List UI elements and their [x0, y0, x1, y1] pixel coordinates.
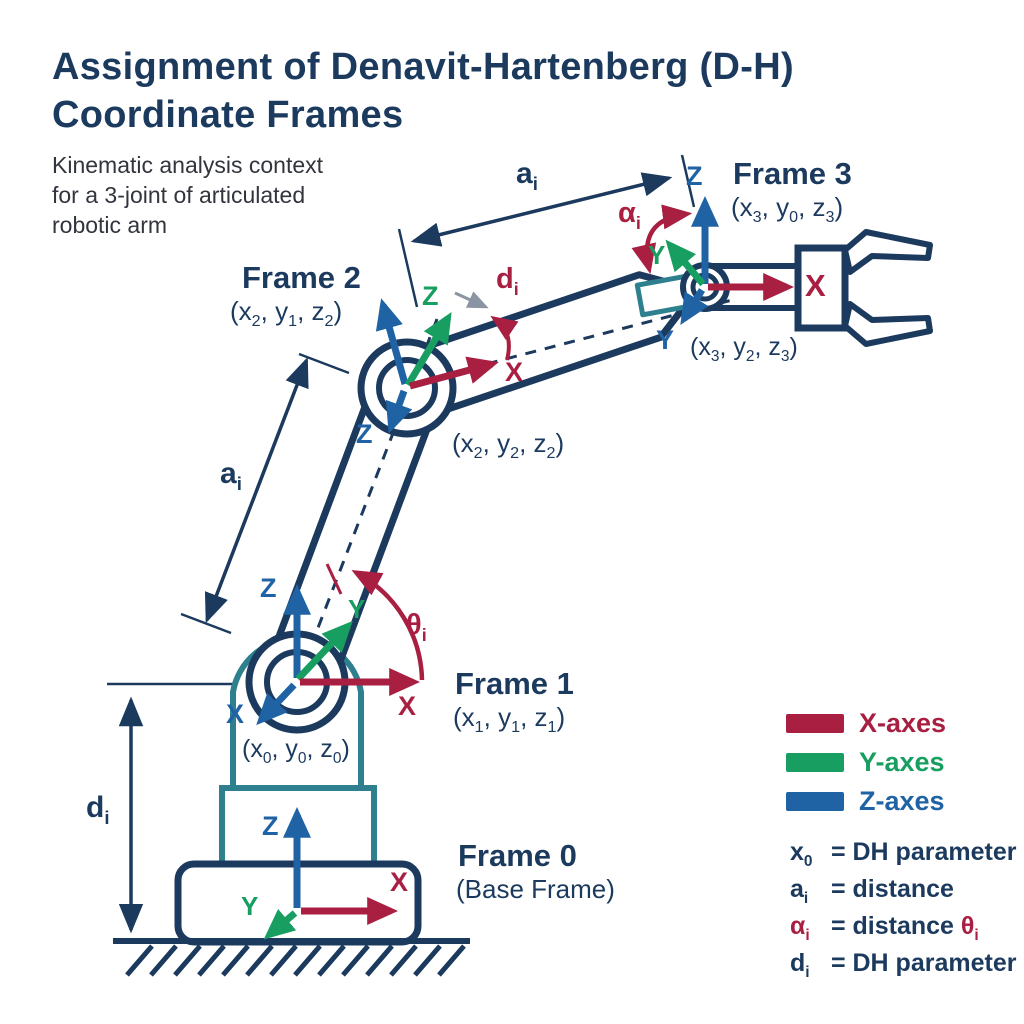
- frame0-y-axis-label: Y: [241, 891, 259, 921]
- theta-rotation-arc: [351, 569, 425, 681]
- definition-a: ai = distance: [790, 875, 954, 907]
- frame1-axes: [256, 584, 420, 726]
- frame0-y-axis-arrow: [263, 908, 298, 940]
- frame3-title: Frame 3: [733, 156, 852, 191]
- d-left-dimension-label: di: [86, 791, 110, 828]
- legend-row-y: Y-axes: [786, 747, 945, 778]
- frame2-x-axis-label: X: [505, 357, 524, 387]
- frame2-z-down-axis-arrow: [385, 389, 413, 434]
- frame1-x-red-label: X: [398, 691, 417, 721]
- frame1-coords-origin: (x0, y0, z0): [242, 735, 350, 767]
- a-lower-tick-bottom: [180, 612, 232, 635]
- frame3-y-blue-label: Y: [656, 325, 675, 355]
- theta-parameter-label: θi: [406, 609, 427, 645]
- frame3-z-axis-label: Z: [686, 161, 703, 191]
- subtitle-line3: robotic arm: [52, 212, 168, 238]
- dimension-a-lower: [180, 352, 350, 635]
- frame3-x-axis-label: X: [805, 268, 826, 303]
- definition-alpha-term: αi: [790, 912, 810, 944]
- definition-x0-desc: = DH parameter: [830, 838, 1017, 866]
- definition-x0: x0 = DH parameter: [790, 838, 1017, 870]
- definition-d: di = DH parameter: [790, 949, 1017, 981]
- frame1-y-axis-label: Y: [348, 594, 366, 624]
- gripper: [712, 229, 933, 347]
- z-axes-swatch: [786, 792, 844, 811]
- frame3-coords-alt: (x3, y2, z3): [690, 333, 798, 365]
- frame1-x-blue-axis-arrow: [256, 682, 297, 726]
- joint-2: [357, 338, 457, 438]
- frame3-coords: (x3, y0, z3): [731, 192, 844, 227]
- frame1-title: Frame 1: [455, 666, 574, 701]
- definition-a-term: ai: [790, 875, 809, 907]
- frame2-z-up-axis-arrow: [375, 298, 409, 385]
- frame2-z-green-label: Z: [422, 281, 439, 311]
- frame2-z-blue-label: Z: [356, 419, 373, 449]
- frame3-axes: [665, 196, 794, 325]
- subtitle-line2: for a 3-joint of articulated: [52, 182, 306, 208]
- definition-d-term: di: [790, 949, 810, 981]
- a-upper-dimension-label: ai: [516, 157, 538, 194]
- frame1-y-axis-arrow: [295, 620, 353, 682]
- frame2-axes: [375, 298, 499, 434]
- legend-row-z: Z-axes: [786, 786, 945, 817]
- frame3-y-green-axis-arrow: [665, 239, 706, 287]
- a-upper-arrow: [410, 172, 673, 247]
- z-axes-legend-label: Z-axes: [859, 786, 945, 816]
- frame0-title: Frame 0: [458, 838, 577, 873]
- alpha-twist-arc: [631, 204, 693, 275]
- frame1-coords: (x1, y1, z1): [453, 702, 566, 737]
- theta-reference-tick: [325, 563, 343, 595]
- frame0-axes: [263, 807, 398, 940]
- ground-hatching: [125, 944, 466, 977]
- a-lower-dimension-label: ai: [220, 457, 242, 494]
- gripper-palm: [794, 244, 849, 332]
- definition-alpha-desc: = distance: [830, 912, 954, 940]
- frame2-title: Frame 2: [242, 260, 361, 295]
- frame3-y-blue-axis-arrow: [680, 288, 709, 325]
- definition-x0-term: x0: [790, 838, 813, 870]
- gripper-shaft: [712, 263, 798, 311]
- a-lower-arrow: [204, 357, 309, 624]
- frame2-coords-alt: (x2, y2, z2): [452, 428, 565, 463]
- frame0-coords: (Base Frame): [456, 874, 615, 904]
- frame2-coords: (x2, y1, z2): [230, 296, 343, 331]
- definition-a-desc: = distance: [830, 875, 954, 903]
- frame2-rotation-arrow: [490, 315, 519, 361]
- subtitle-line1: Kinematic analysis context: [52, 152, 324, 178]
- page-title-line2: Coordinate Frames: [52, 94, 404, 136]
- alpha-parameter-label: αi: [618, 197, 641, 233]
- frame0-x-axis-label: X: [390, 867, 409, 897]
- definition-alpha-extra: θi: [960, 912, 979, 944]
- gripper-claw-lower: [842, 301, 933, 347]
- y-axes-legend-label: Y-axes: [859, 747, 945, 777]
- legend-row-x: X-axes: [786, 708, 946, 739]
- definition-d-desc: = DH parameter: [830, 949, 1017, 977]
- y-axes-swatch: [786, 753, 844, 772]
- gripper-claw-upper: [842, 229, 933, 275]
- x-axes-swatch: [786, 714, 844, 733]
- page-title-line1: Assignment of Denavit-Hartenberg (D-H): [52, 46, 794, 88]
- frame1-x-blue-label: X: [226, 699, 245, 729]
- frame3-y-green-label: Y: [648, 240, 666, 270]
- d-offset-label: di: [496, 263, 519, 299]
- frame2-x-axis-arrow: [409, 356, 499, 390]
- a-upper-tick-left: [397, 228, 419, 308]
- d-offset-pointer: [454, 291, 489, 309]
- frame1-z-axis-label: Z: [260, 573, 277, 603]
- frame2-z-green-axis-arrow: [404, 311, 452, 387]
- x-axes-legend-label: X-axes: [859, 708, 947, 738]
- definition-alpha: αi = distance θi: [790, 912, 979, 944]
- frame0-z-axis-label: Z: [262, 811, 279, 841]
